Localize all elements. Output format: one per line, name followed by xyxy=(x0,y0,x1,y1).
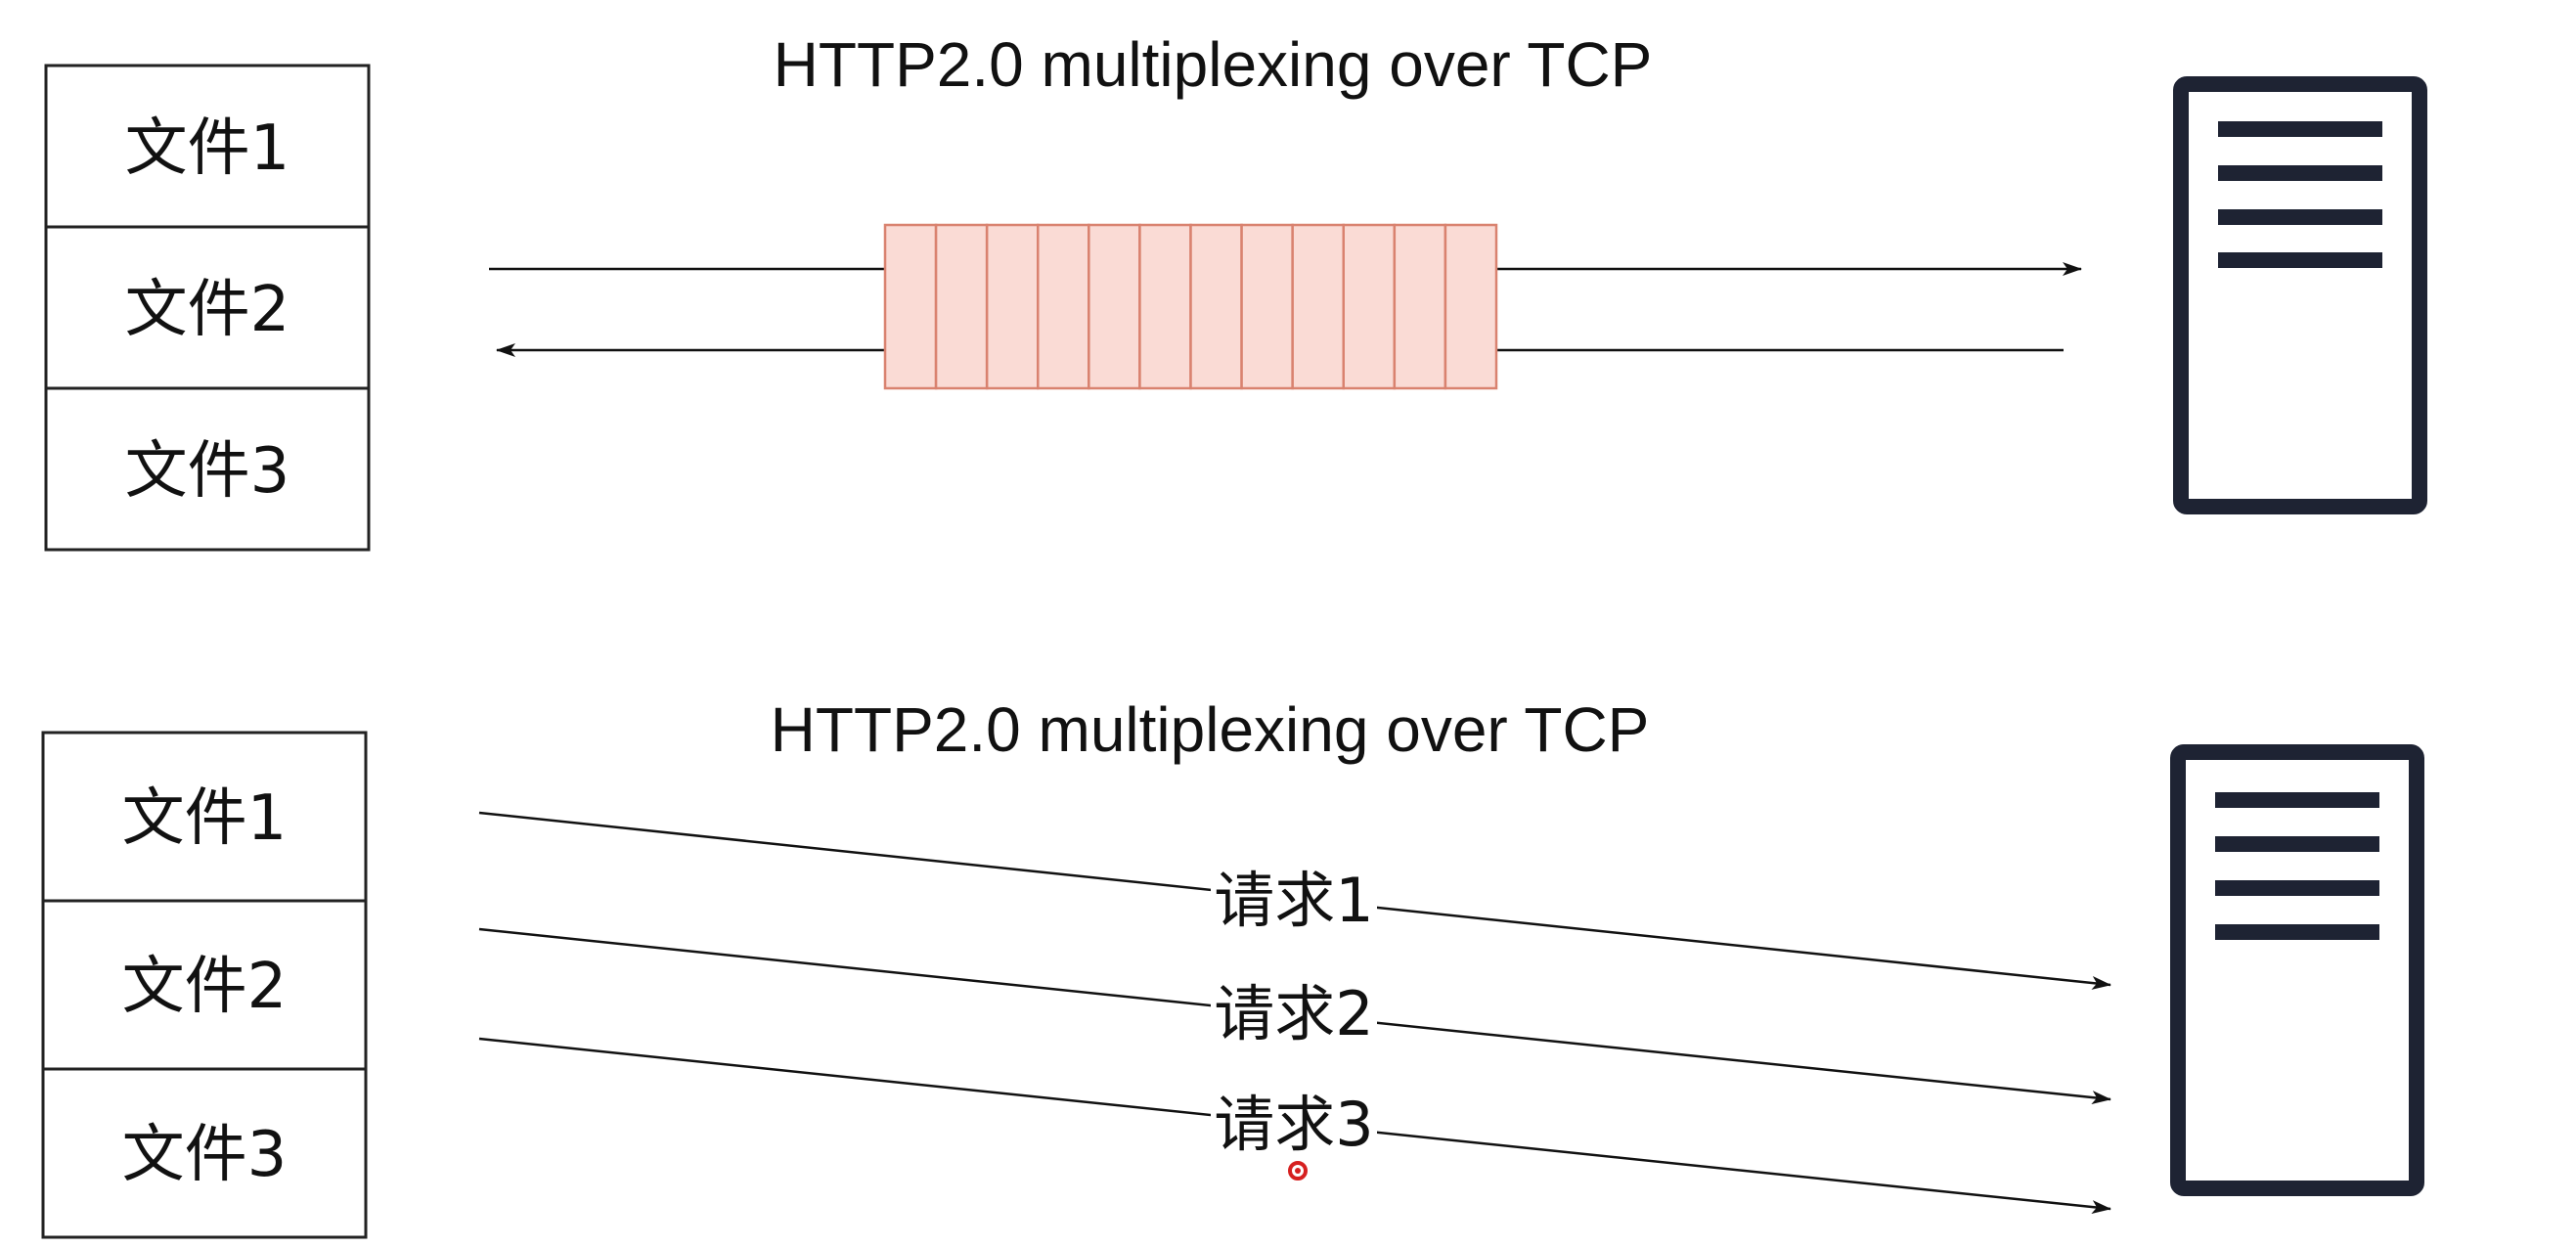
bottom-file-3-label: 文件3 xyxy=(122,1119,288,1191)
top-file-3-label: 文件3 xyxy=(125,435,290,508)
bottom-file-stack: 文件1 文件2 文件3 xyxy=(41,731,368,1239)
packet-frame xyxy=(1393,223,1447,390)
server-icon xyxy=(2170,744,2424,1196)
top-file-1: 文件1 xyxy=(44,64,371,229)
packet-frame xyxy=(985,223,1040,390)
packet-frame xyxy=(1240,223,1294,390)
packet-frame xyxy=(1291,223,1346,390)
top-file-stack: 文件1 文件2 文件3 xyxy=(44,64,371,552)
bottom-file-2: 文件2 xyxy=(41,899,368,1071)
bottom-file-2-label: 文件2 xyxy=(122,951,288,1023)
cursor-indicator-icon xyxy=(1288,1161,1308,1181)
request-2-label: 请求2 xyxy=(1214,978,1373,1049)
top-file-2-label: 文件2 xyxy=(125,274,290,346)
packet-queue xyxy=(883,223,1498,390)
packet-frame xyxy=(883,223,938,390)
top-file-1-label: 文件1 xyxy=(125,112,290,185)
packet-frame xyxy=(1138,223,1192,390)
bottom-diagram: HTTP2.0 multiplexing over TCP 文件1 文件2 文件… xyxy=(41,694,2424,1239)
packet-frame xyxy=(1443,223,1498,390)
packet-frame xyxy=(1088,223,1141,390)
top-diagram: HTTP2.0 multiplexing over TCP 文件1 文件2 文件… xyxy=(44,29,2427,552)
top-file-2: 文件2 xyxy=(44,225,371,390)
packet-frame xyxy=(934,223,989,390)
packet-frame xyxy=(1342,223,1397,390)
bottom-file-1-label: 文件1 xyxy=(122,782,288,855)
bottom-file-1: 文件1 xyxy=(41,731,368,903)
bottom-diagram-title: HTTP2.0 multiplexing over TCP xyxy=(771,694,1650,765)
top-diagram-title: HTTP2.0 multiplexing over TCP xyxy=(774,29,1653,100)
bottom-file-3: 文件3 xyxy=(41,1067,368,1239)
packet-frame xyxy=(1189,223,1243,390)
request-1-label: 请求1 xyxy=(1214,865,1373,936)
top-file-3: 文件3 xyxy=(44,386,371,552)
request-3-label: 请求3 xyxy=(1214,1089,1373,1160)
server-icon xyxy=(2173,76,2427,514)
packet-frame xyxy=(1037,223,1090,390)
